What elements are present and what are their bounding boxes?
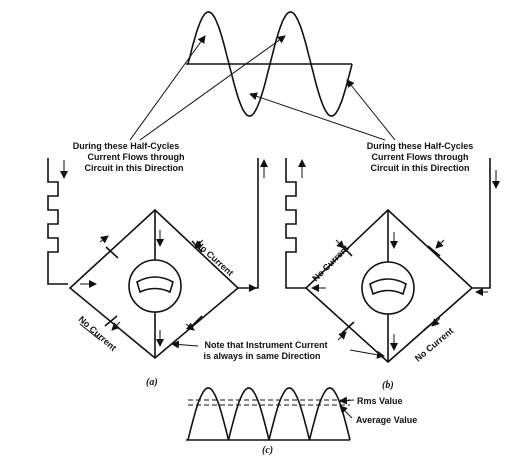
rectified-wave — [186, 387, 355, 441]
svg-text:Current Flows through: Current Flows through — [372, 152, 469, 162]
caption-b: (b) — [382, 380, 394, 391]
right-half-cycle-label: During these Half-Cycles Current Flows t… — [367, 141, 474, 173]
diode-b-tl — [335, 239, 353, 257]
svg-text:Note that Instrument Current: Note that Instrument Current — [204, 340, 327, 350]
diode-a-br — [185, 315, 203, 331]
svg-text:is always in same Direction: is always in same Direction — [203, 351, 320, 361]
bridge-a — [47, 158, 268, 360]
svg-text:During these Half-Cycles: During these Half-Cycles — [73, 141, 180, 151]
meter-b — [361, 261, 415, 315]
svg-text:Circuit in this Direction: Circuit in this Direction — [370, 163, 469, 173]
meter-a — [128, 259, 182, 313]
left-half-cycle-label: During these Half-Cycles Current Flows t… — [73, 141, 185, 173]
diode-a-tr — [191, 239, 204, 253]
caption-a: (a) — [146, 377, 158, 388]
svg-text:During these Half-Cycles: During these Half-Cycles — [367, 141, 474, 151]
right-lead-b — [472, 158, 491, 289]
diode-a-bl — [104, 315, 121, 331]
right-lead-a — [238, 158, 259, 289]
diode-b-tr — [427, 239, 445, 257]
top-sine-wave — [186, 11, 353, 117]
bridge-b — [285, 158, 500, 364]
diode-b-br — [423, 317, 441, 331]
leader-lines-top — [129, 35, 396, 141]
diode-b-bl — [337, 321, 355, 341]
no-current-b-bottom: No Current — [413, 326, 455, 364]
instrument-note: Note that Instrument Current is always i… — [203, 340, 327, 361]
caption-c: (c) — [262, 445, 273, 456]
average-value-label: Average Value — [356, 415, 417, 425]
no-current-a-top: No Current — [194, 239, 236, 278]
svg-text:Circuit in this Direction: Circuit in this Direction — [84, 163, 183, 173]
source-coil-b — [285, 158, 306, 289]
source-coil-a — [47, 158, 68, 285]
svg-text:Current Flows through: Current Flows through — [88, 152, 185, 162]
diode-a-tl — [99, 235, 119, 259]
no-current-b-top: No Current — [310, 243, 350, 283]
rms-value-label: Rms Value — [357, 396, 403, 406]
